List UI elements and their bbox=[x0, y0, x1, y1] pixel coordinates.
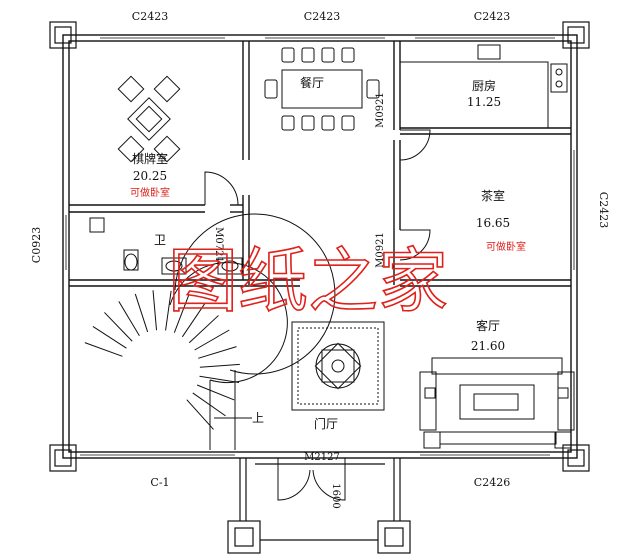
chess-table bbox=[117, 75, 181, 163]
stair-tread bbox=[152, 290, 158, 331]
interior-walls bbox=[69, 41, 571, 287]
wc-fixtures bbox=[89, 217, 243, 275]
stair-tread bbox=[196, 384, 235, 401]
svg-text:C0923: C0923 bbox=[30, 227, 43, 263]
exterior-walls bbox=[62, 34, 578, 459]
sofa-set bbox=[419, 357, 575, 449]
svg-text:C2423: C2423 bbox=[597, 192, 610, 228]
room-labels: 棋牌室 20.25 可做卧室 餐厅 厨房 11.25 茶室 16.65 可做卧室… bbox=[130, 75, 526, 431]
svg-text:可做卧室: 可做卧室 bbox=[486, 240, 526, 253]
svg-text:门厅: 门厅 bbox=[314, 416, 338, 431]
door-swings bbox=[204, 129, 431, 501]
svg-text:C-1: C-1 bbox=[150, 476, 169, 489]
svg-text:M2127: M2127 bbox=[304, 452, 340, 463]
stair-tread bbox=[186, 399, 214, 430]
svg-text:20.25: 20.25 bbox=[133, 169, 167, 183]
svg-text:C2423: C2423 bbox=[304, 10, 340, 23]
stair-tread bbox=[181, 303, 206, 338]
svg-text:1600: 1600 bbox=[330, 483, 341, 508]
stair-tread bbox=[199, 375, 240, 384]
stair-tread bbox=[118, 301, 140, 336]
stair-tread bbox=[104, 312, 133, 342]
stair-tread bbox=[194, 329, 230, 351]
svg-text:厨房: 厨房 bbox=[472, 78, 496, 93]
watermark: 图纸之家 bbox=[168, 240, 448, 322]
entrance-porch bbox=[239, 458, 401, 541]
svg-text:11.25: 11.25 bbox=[467, 95, 501, 109]
spiral-staircase bbox=[84, 213, 336, 450]
door-labels: M2127 M0921 M0921 M0721 1600 bbox=[213, 92, 386, 509]
svg-text:M0921: M0921 bbox=[375, 92, 386, 128]
stair-tread bbox=[199, 363, 240, 368]
window-labels: C2423 C2423 C2423 C2423 C0923 C-1 C2426 bbox=[30, 10, 610, 489]
foyer-rug bbox=[291, 321, 385, 411]
stair-tread bbox=[92, 326, 127, 349]
stair-tread bbox=[192, 392, 226, 417]
svg-text:21.60: 21.60 bbox=[471, 339, 505, 353]
svg-text:C2423: C2423 bbox=[132, 10, 168, 23]
svg-text:棋牌室: 棋牌室 bbox=[132, 151, 168, 166]
svg-text:C2426: C2426 bbox=[474, 476, 510, 489]
svg-text:16.65: 16.65 bbox=[476, 216, 510, 230]
svg-text:卫: 卫 bbox=[154, 233, 166, 247]
svg-text:茶室: 茶室 bbox=[481, 188, 505, 203]
svg-text:C2423: C2423 bbox=[474, 10, 510, 23]
stair-tread bbox=[84, 342, 123, 357]
stair-tread bbox=[165, 290, 172, 331]
svg-text:客厅: 客厅 bbox=[476, 318, 500, 333]
stair-tread bbox=[134, 293, 149, 333]
kitchen-counter bbox=[400, 44, 568, 128]
svg-text:M0921: M0921 bbox=[375, 232, 386, 268]
stair-tread bbox=[188, 315, 219, 344]
stair-tread bbox=[198, 346, 237, 359]
svg-text:上: 上 bbox=[252, 411, 264, 425]
corner-columns bbox=[49, 21, 590, 554]
dining-table bbox=[264, 47, 380, 131]
svg-text:餐厅: 餐厅 bbox=[300, 75, 324, 90]
svg-text:M0721: M0721 bbox=[213, 227, 224, 263]
stair-tread bbox=[173, 295, 190, 333]
svg-text:可做卧室: 可做卧室 bbox=[130, 186, 170, 199]
